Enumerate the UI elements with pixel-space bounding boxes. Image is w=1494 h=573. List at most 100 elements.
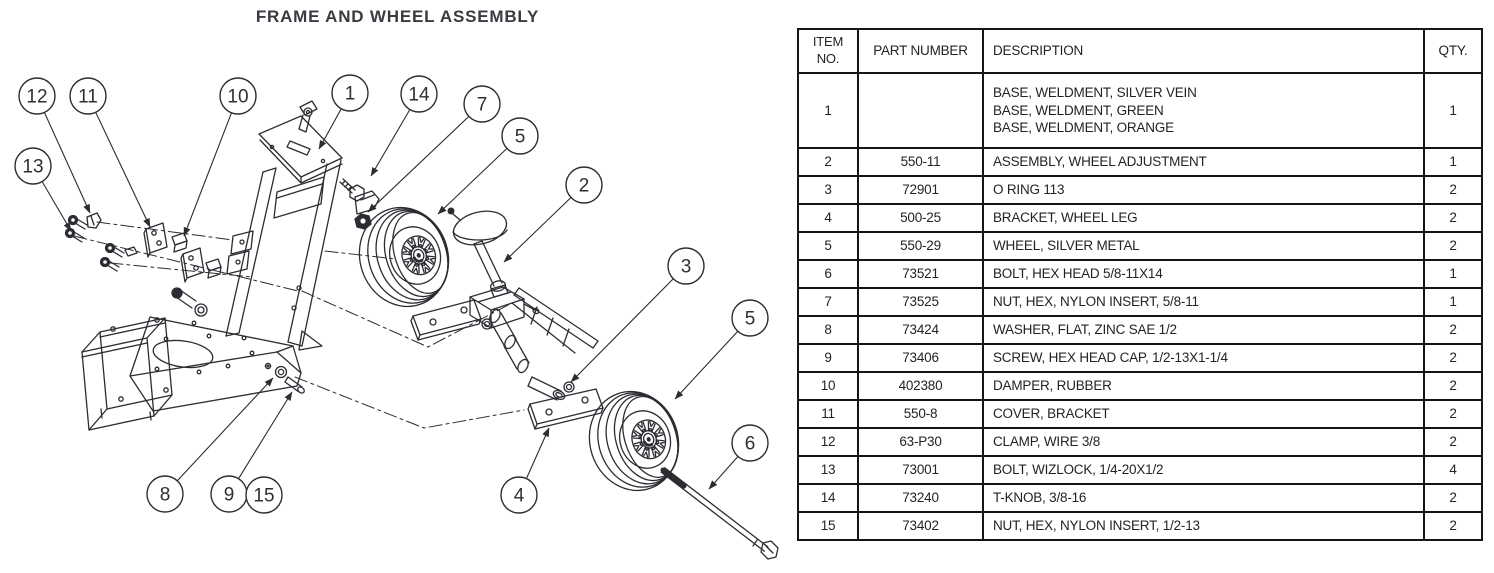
leader-line xyxy=(183,112,233,237)
qty-cell: 2 xyxy=(1423,427,1483,457)
description-line: O RING 113 xyxy=(993,182,1065,198)
description-line: NUT, HEX, NYLON INSERT, 1/2-13 xyxy=(993,518,1200,534)
frame-mast xyxy=(225,100,343,351)
bracket-plate-lower xyxy=(527,388,604,430)
leader-line xyxy=(503,197,572,263)
t-knob xyxy=(339,178,380,215)
part-number-cell: 550-11 xyxy=(857,147,984,177)
hex-bolt-long xyxy=(660,467,779,560)
leader-line xyxy=(318,108,342,150)
balloon-15 xyxy=(245,476,283,514)
description-cell: BASE, WELDMENT, SILVER VEIN BASE, WELDMEN… xyxy=(982,72,1425,149)
part-number-cell: 73402 xyxy=(857,511,984,541)
balloon-number: 3 xyxy=(681,257,692,278)
part-number-cell: 550-8 xyxy=(857,399,984,429)
description-cell: NUT, HEX, NYLON INSERT, 1/2-13 xyxy=(982,511,1425,541)
description-cell: T-KNOB, 3/8-16 xyxy=(982,483,1425,513)
leader-line xyxy=(41,181,72,232)
description-line: BASE, WELDMENT, ORANGE xyxy=(993,120,1174,136)
balloon-number: 4 xyxy=(514,486,525,507)
description-cell: BOLT, HEX HEAD 5/8-11X14 xyxy=(982,259,1425,289)
balloon-14 xyxy=(400,75,438,113)
description-cell: NUT, HEX, NYLON INSERT, 5/8-11 xyxy=(982,287,1425,317)
qty-cell: 2 xyxy=(1423,231,1483,261)
qty-cell: 1 xyxy=(1423,259,1483,289)
balloon-number: 9 xyxy=(224,485,235,506)
description-line: NUT, HEX, NYLON INSERT, 5/8-11 xyxy=(993,294,1199,310)
qty-cell: 2 xyxy=(1423,483,1483,513)
item-no-cell: 7 xyxy=(797,287,859,317)
description-line: COVER, BRACKET xyxy=(993,406,1110,422)
item-no-cell: 10 xyxy=(797,371,859,401)
leader-line xyxy=(708,456,739,490)
description-cell: DAMPER, RUBBER xyxy=(982,371,1425,401)
balloon-8 xyxy=(146,475,184,513)
description-line: T-KNOB, 3/8-16 xyxy=(993,490,1087,506)
qty-cell: 1 xyxy=(1423,72,1483,149)
qty-cell: 2 xyxy=(1423,203,1483,233)
qty-cell: 2 xyxy=(1423,175,1483,205)
hex-nut xyxy=(354,213,372,230)
description-cell: SCREW, HEX HEAD CAP, 1/2-13X1-1/4 xyxy=(982,343,1425,373)
balloon-10 xyxy=(219,77,257,115)
qty-cell: 2 xyxy=(1423,315,1483,345)
leader-lines xyxy=(41,108,739,490)
leader-line xyxy=(176,377,274,482)
item-no-cell: 15 xyxy=(797,511,859,541)
item-no-cell: 5 xyxy=(797,231,859,261)
description-line: SCREW, HEX HEAD CAP, 1/2-13X1-1/4 xyxy=(993,350,1228,366)
description-line: BASE, WELDMENT, SILVER VEIN xyxy=(993,85,1197,101)
balloon-number: 14 xyxy=(408,85,430,106)
description-cell: O RING 113 xyxy=(982,175,1425,205)
description-line: BOLT, HEX HEAD 5/8-11X14 xyxy=(993,266,1163,282)
part-number-cell: 73424 xyxy=(857,315,984,345)
item-no-cell: 4 xyxy=(797,203,859,233)
description-line: CLAMP, WIRE 3/8 xyxy=(993,434,1101,450)
balloon-number: 13 xyxy=(22,157,43,178)
qty-cell: 2 xyxy=(1423,371,1483,401)
balloon-number: 10 xyxy=(227,87,248,108)
part-number-cell: 73406 xyxy=(857,343,984,373)
wheel xyxy=(358,206,450,308)
balloon-5 xyxy=(731,299,769,337)
part-number-cell: 73521 xyxy=(857,259,984,289)
column-header: DESCRIPTION xyxy=(982,28,1425,74)
qty-cell: 2 xyxy=(1423,399,1483,429)
leader-line xyxy=(43,112,91,214)
item-no-cell: 14 xyxy=(797,483,859,513)
part-number-cell: 73525 xyxy=(857,287,984,317)
description-cell: ASSEMBLY, WHEEL ADJUSTMENT xyxy=(982,147,1425,177)
balloon-7 xyxy=(463,85,501,123)
item-no-cell: 1 xyxy=(797,72,859,149)
balloon-12 xyxy=(18,77,56,115)
qty-cell: 4 xyxy=(1423,455,1483,485)
description-line: ASSEMBLY, WHEEL ADJUSTMENT xyxy=(993,154,1207,170)
balloon-13 xyxy=(14,147,52,185)
balloon-number: 7 xyxy=(477,95,488,116)
washer-screw-lower xyxy=(264,362,305,394)
description-line: WHEEL, SILVER METAL xyxy=(993,238,1140,254)
description-cell: WHEEL, SILVER METAL xyxy=(982,231,1425,261)
bolt-washer-base xyxy=(171,287,208,317)
part-number-cell xyxy=(857,72,984,149)
hardware-cluster xyxy=(64,212,222,283)
item-no-cell: 2 xyxy=(797,147,859,177)
leader-line xyxy=(570,278,674,383)
description-line: DAMPER, RUBBER xyxy=(993,378,1112,394)
balloon-number: 12 xyxy=(26,87,47,108)
